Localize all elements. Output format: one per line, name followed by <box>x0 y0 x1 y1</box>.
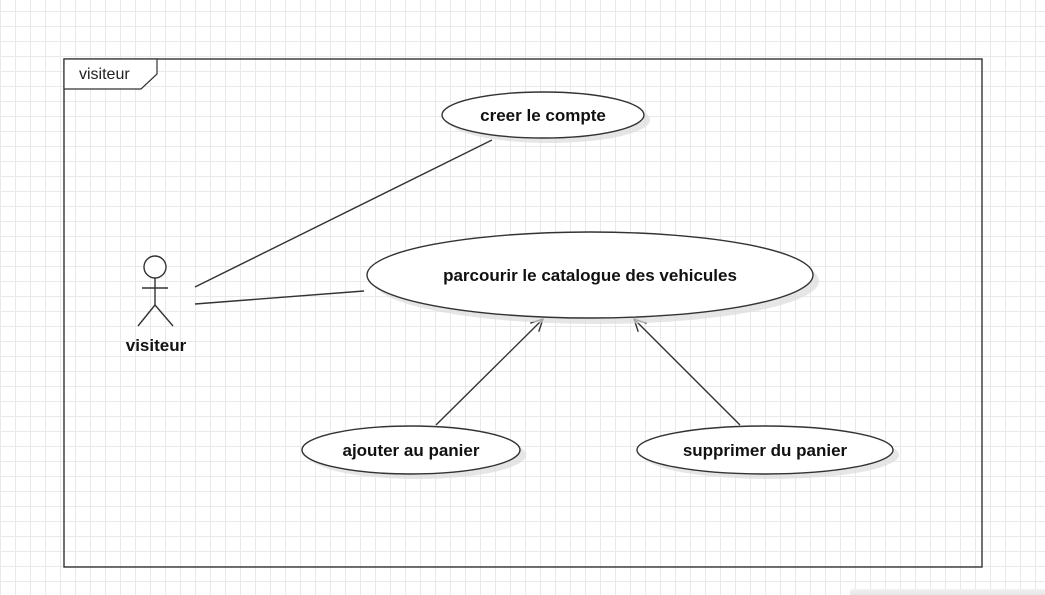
use-case-create-account[interactable]: creer le compte <box>441 91 650 143</box>
actor-stick-figure-icon <box>137 255 174 327</box>
association-browse-catalog[interactable] <box>194 290 365 305</box>
use-case-browse-catalog[interactable]: parcourir le catalogue des vehicules <box>366 231 819 324</box>
horizontal-scrollbar[interactable] <box>850 589 1045 595</box>
use-case-add-to-cart[interactable]: ajouter au panier <box>301 425 526 479</box>
use-case-label: parcourir le catalogue des vehicules <box>443 266 737 285</box>
use-case-label: ajouter au panier <box>343 441 480 460</box>
actor-label: visiteur <box>126 336 187 355</box>
use-case-remove-from-cart[interactable]: supprimer du panier <box>636 425 899 479</box>
frame-title-tab <box>63 58 158 90</box>
system-frame[interactable]: visiteur <box>63 58 983 568</box>
association-create-account[interactable] <box>194 139 493 288</box>
actor-visiteur[interactable]: visiteur <box>126 255 187 355</box>
use-case-label: creer le compte <box>480 106 606 125</box>
frame-title: visiteur <box>79 66 130 83</box>
use-case-label: supprimer du panier <box>683 441 848 460</box>
arrow-remove-to-browse[interactable] <box>634 319 741 426</box>
arrow-add-to-browse[interactable] <box>435 319 543 426</box>
